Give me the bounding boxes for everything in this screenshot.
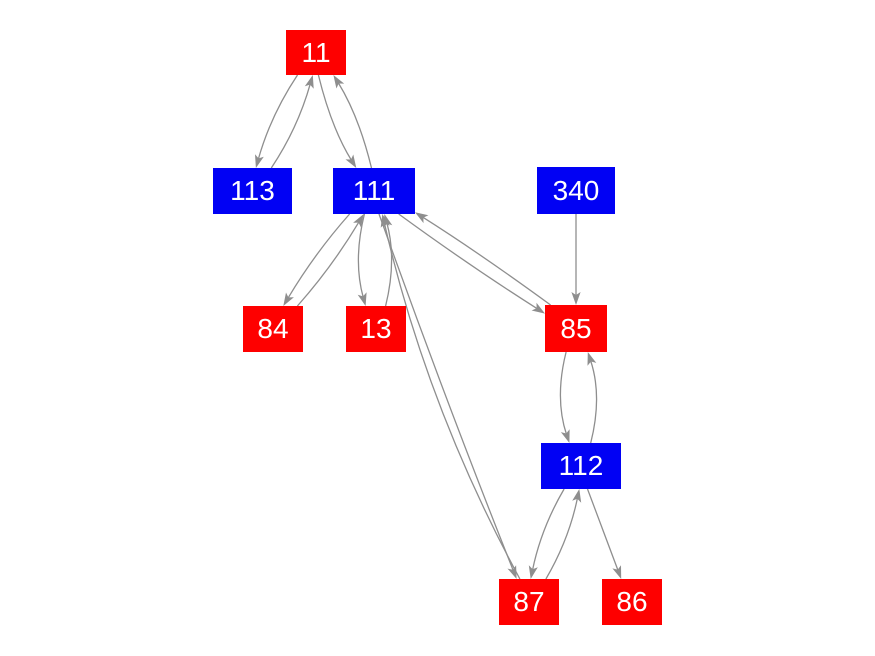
graph-node-11[interactable]: 11 <box>286 30 346 75</box>
edge-111-85 <box>398 213 545 314</box>
edge-111-13 <box>357 213 367 306</box>
edge-line <box>257 74 299 160</box>
arrowhead-icon <box>357 292 367 306</box>
edge-85-112 <box>559 351 570 443</box>
arrowhead-icon <box>528 565 538 579</box>
graph-node-86[interactable]: 86 <box>602 579 662 625</box>
edge-11-113 <box>255 74 299 168</box>
arrowhead-icon <box>380 214 390 228</box>
graph-node-112[interactable]: 112 <box>541 443 621 489</box>
edge-85-111 <box>415 212 551 306</box>
edge-112-86 <box>586 488 622 579</box>
arrowhead-icon <box>572 489 582 503</box>
edge-line <box>398 213 538 310</box>
edge-line <box>545 497 579 580</box>
edge-line <box>296 221 360 307</box>
edge-line <box>384 222 393 307</box>
graph-node-111[interactable]: 111 <box>333 168 415 214</box>
edge-13-111 <box>383 214 393 307</box>
edge-340-85 <box>571 214 581 305</box>
edge-112-87 <box>528 488 565 579</box>
edge-line <box>287 213 351 299</box>
edge-line <box>383 222 521 580</box>
edge-111-11 <box>333 75 373 169</box>
arrowhead-icon <box>612 565 622 579</box>
graph-node-113[interactable]: 113 <box>213 168 292 214</box>
graph-node-85[interactable]: 85 <box>545 305 607 352</box>
graph-node-340[interactable]: 340 <box>537 167 615 214</box>
edge-line <box>531 488 565 571</box>
edge-84-111 <box>296 214 364 307</box>
arrowhead-icon <box>415 212 429 224</box>
arrowhead-icon <box>560 429 570 443</box>
edge-line <box>586 488 619 571</box>
edge-line <box>270 83 311 169</box>
edge-line <box>559 351 568 435</box>
edge-87-111 <box>380 214 521 580</box>
arrowhead-icon <box>283 292 294 306</box>
edge-line <box>378 213 514 571</box>
edge-line <box>337 82 373 169</box>
edge-line <box>317 74 353 161</box>
graph-node-13[interactable]: 13 <box>346 306 406 352</box>
arrowhead-icon <box>333 75 345 89</box>
arrowhead-icon <box>255 154 264 168</box>
edge-111-84 <box>283 213 351 306</box>
edge-87-112 <box>545 489 582 580</box>
arrowhead-icon <box>383 214 393 228</box>
graph-node-84[interactable]: 84 <box>243 306 303 352</box>
graph-node-87[interactable]: 87 <box>499 579 559 625</box>
arrowhead-icon <box>304 75 314 89</box>
edge-line <box>422 216 551 306</box>
edge-line <box>589 360 598 444</box>
edge-11-111 <box>317 74 357 168</box>
edge-line <box>357 213 366 298</box>
arrowhead-icon <box>345 154 357 168</box>
arrowhead-icon <box>571 292 581 305</box>
arrowhead-icon <box>587 352 597 366</box>
edge-113-11 <box>270 75 314 169</box>
arrowhead-icon <box>353 214 364 228</box>
arrowhead-icon <box>531 302 545 314</box>
edge-112-85 <box>587 352 598 444</box>
